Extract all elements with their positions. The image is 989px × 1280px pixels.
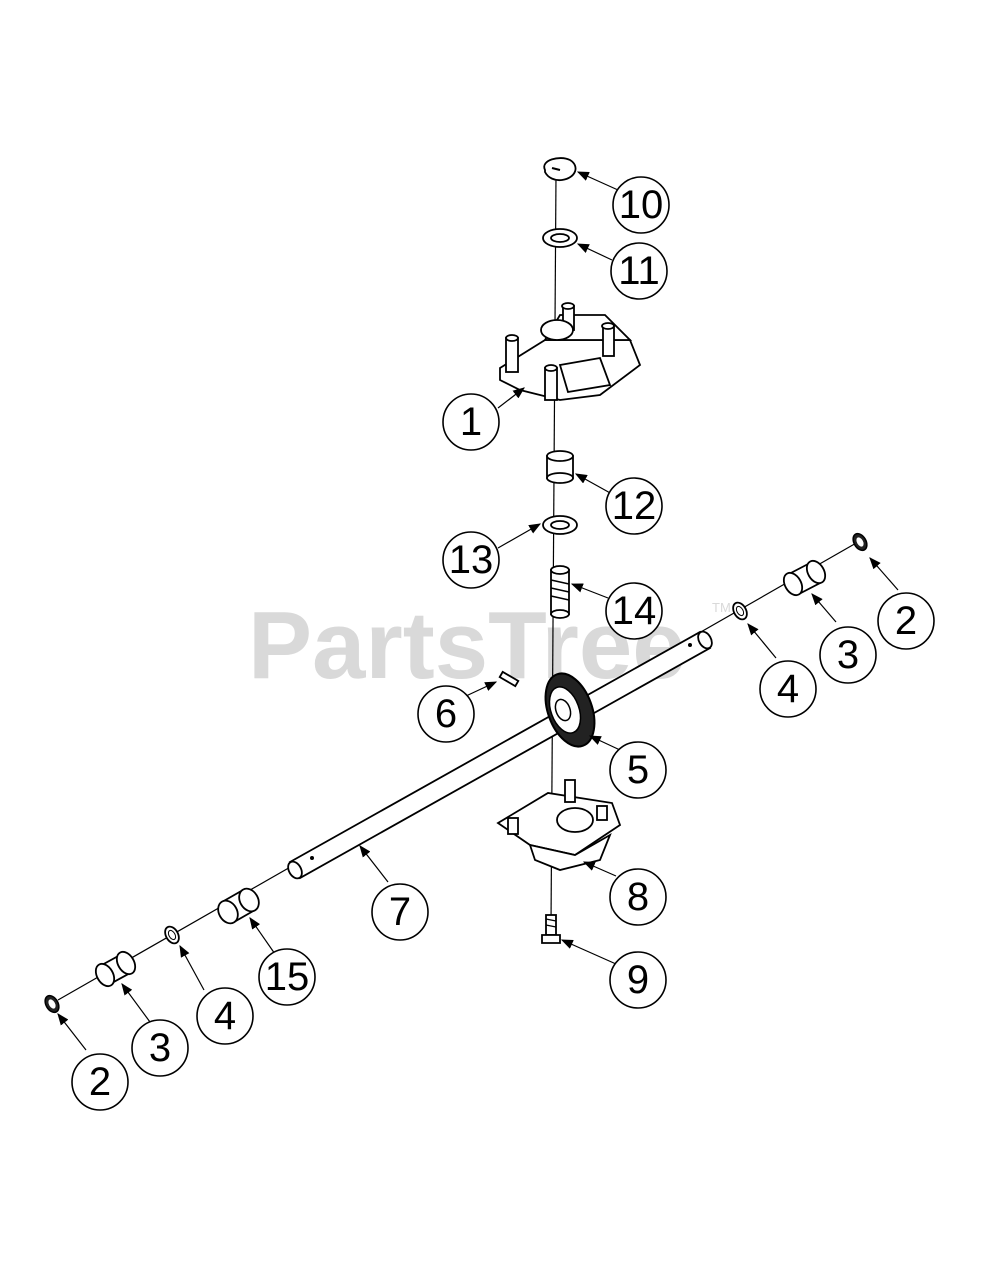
callout-10[interactable]: 10 [612,176,670,234]
callout-14-label: 14 [612,589,657,633]
callout-8[interactable]: 8 [609,868,667,926]
callout-6-label: 6 [435,692,457,736]
part-bolt [541,914,561,944]
part-retainer-ring-left [44,994,60,1014]
callout-4-left-label: 4 [214,994,236,1038]
part-flange-washer-left [164,925,180,945]
callout-3-right[interactable]: 3 [819,626,877,684]
part-worm-shaft [550,565,570,619]
callout-13[interactable]: 13 [442,531,500,589]
callout-10-label: 10 [619,183,664,227]
part-needle-bearing [546,450,574,484]
callout-1[interactable]: 1 [442,393,500,451]
callout-5-label: 5 [627,748,649,792]
callout-9-label: 9 [627,958,649,1002]
part-drive-gear [544,672,596,748]
callout-2-right[interactable]: 2 [877,592,935,650]
callout-14[interactable]: 14 [605,582,663,640]
callout-12-label: 12 [612,484,657,528]
callout-5[interactable]: 5 [609,741,667,799]
callout-12[interactable]: 12 [605,477,663,535]
callout-3-right-label: 3 [837,633,859,677]
part-spacer-left [217,887,260,925]
callout-6[interactable]: 6 [417,685,475,743]
callout-4-left[interactable]: 4 [196,987,254,1045]
callout-15[interactable]: 15 [258,948,316,1006]
callout-7[interactable]: 7 [371,883,429,941]
part-bushing-left [94,950,137,988]
callout-4-right-label: 4 [777,667,799,711]
callout-15-label: 15 [265,955,310,999]
callout-3-left[interactable]: 3 [131,1019,189,1077]
watermark-trademark: TM [712,600,731,615]
part-washer-middle [542,515,578,535]
part-retainer-ring-right [852,532,868,552]
leader-lines [57,171,899,1051]
part-axle [287,630,713,880]
callout-2-left[interactable]: 2 [71,1053,129,1111]
part-lower-housing [496,779,622,871]
callout-9[interactable]: 9 [609,951,667,1009]
part-washer-upper [542,228,578,248]
callout-11-label: 11 [618,249,660,293]
callout-7-label: 7 [389,890,411,934]
part-flange-washer-right [732,601,748,621]
part-roll-pin [498,670,520,688]
part-bushing-right [782,559,827,597]
part-upper-housing [499,302,642,401]
callout-4-right[interactable]: 4 [759,660,817,718]
callout-13-label: 13 [449,538,494,582]
callout-2-right-label: 2 [895,599,917,643]
callout-3-left-label: 3 [149,1026,171,1070]
callout-8-label: 8 [627,875,649,919]
part-e-clip [543,157,577,182]
callout-1-label: 1 [460,400,482,444]
callout-2-left-label: 2 [89,1060,111,1104]
callout-11[interactable]: 11 [610,242,668,300]
